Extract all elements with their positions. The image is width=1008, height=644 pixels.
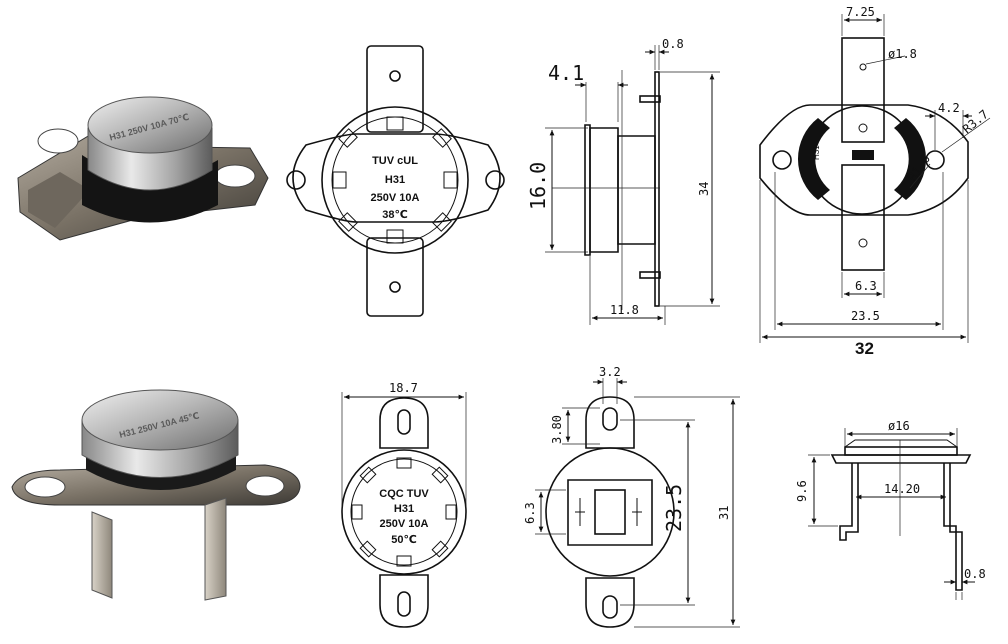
dim-body-height: 16.0 — [526, 162, 550, 210]
rear-view-flange: H31 7.25 ø1.8 4.2 R3.7 R1.6 6.3 23.5 — [759, 5, 991, 358]
dim-radius-large: R3.7 — [960, 107, 991, 136]
cap-notches — [332, 116, 458, 244]
cap-outer-circle — [321, 106, 469, 254]
dim-hole-spacing: 23.5 — [662, 484, 686, 532]
side-view-flange: 4.1 0.8 16.0 34 11.8 — [526, 37, 720, 325]
dim-terminal-width: 6.3 — [523, 502, 537, 524]
dim-slot-offset: 3.80 — [550, 415, 564, 444]
dim-tab-thickness: 0.8 — [662, 37, 684, 51]
dim-hole-dia: ø1.8 — [888, 47, 917, 61]
dim-slot-width: 3.2 — [599, 365, 621, 379]
dim-overall-length: 31 — [717, 506, 731, 520]
dim-terminal-gap: 6.3 — [855, 279, 877, 293]
dim-depth: 11.8 — [610, 303, 639, 317]
dim-leg-thickness: 0.8 — [964, 567, 986, 581]
rating-label: 250V 10A — [371, 192, 420, 204]
cert-logos: CQC TUV — [379, 488, 429, 500]
dim-height: 9.6 — [795, 480, 809, 502]
dim-span: 14.20 — [884, 482, 920, 496]
rating-label: 250V 10A — [380, 518, 429, 530]
rear-view-legs: 3.2 3.80 6.3 23.5 31 — [523, 365, 740, 628]
dim-overall-width: 32 — [855, 339, 874, 358]
top-view-flange: TUV cUL H31 250V 10A 38℃ — [286, 45, 505, 317]
dim-flange-depth: 4.1 — [548, 61, 584, 85]
model-label: H31 — [394, 503, 414, 515]
mount-hole-left — [286, 170, 306, 190]
dim-overall-height: 34 — [697, 182, 711, 196]
upper-terminal-tab — [366, 45, 424, 133]
lower-terminal-tab — [366, 237, 424, 317]
dim-tab-width: 7.25 — [846, 5, 875, 19]
dim-offset: 4.2 — [938, 101, 960, 115]
top-view-legs: CQC TUV H31 250V 10A 50℃ 18.7 — [341, 381, 467, 628]
photo-thermostat-flange: H31 250V 10A 70℃ — [17, 96, 269, 241]
rear-stamp: H31 — [812, 145, 821, 160]
dim-hole-spacing: 23.5 — [851, 309, 880, 323]
terminal-hole — [389, 70, 401, 82]
cert-logos: TUV cUL — [372, 155, 418, 167]
temp-label: 38℃ — [382, 209, 408, 221]
dim-cap-dia: ø16 — [888, 419, 910, 433]
terminal-hole — [389, 281, 401, 293]
mount-hole-right — [485, 170, 505, 190]
temp-label: 50℃ — [391, 534, 417, 546]
side-view-legs: ø16 9.6 14.20 0.8 — [795, 419, 986, 600]
photo-thermostat-legs: H31 250V 10A 45℃ — [11, 389, 301, 601]
model-label: H31 — [385, 174, 405, 186]
flange-plate — [292, 133, 501, 223]
dim-width: 18.7 — [389, 381, 418, 395]
